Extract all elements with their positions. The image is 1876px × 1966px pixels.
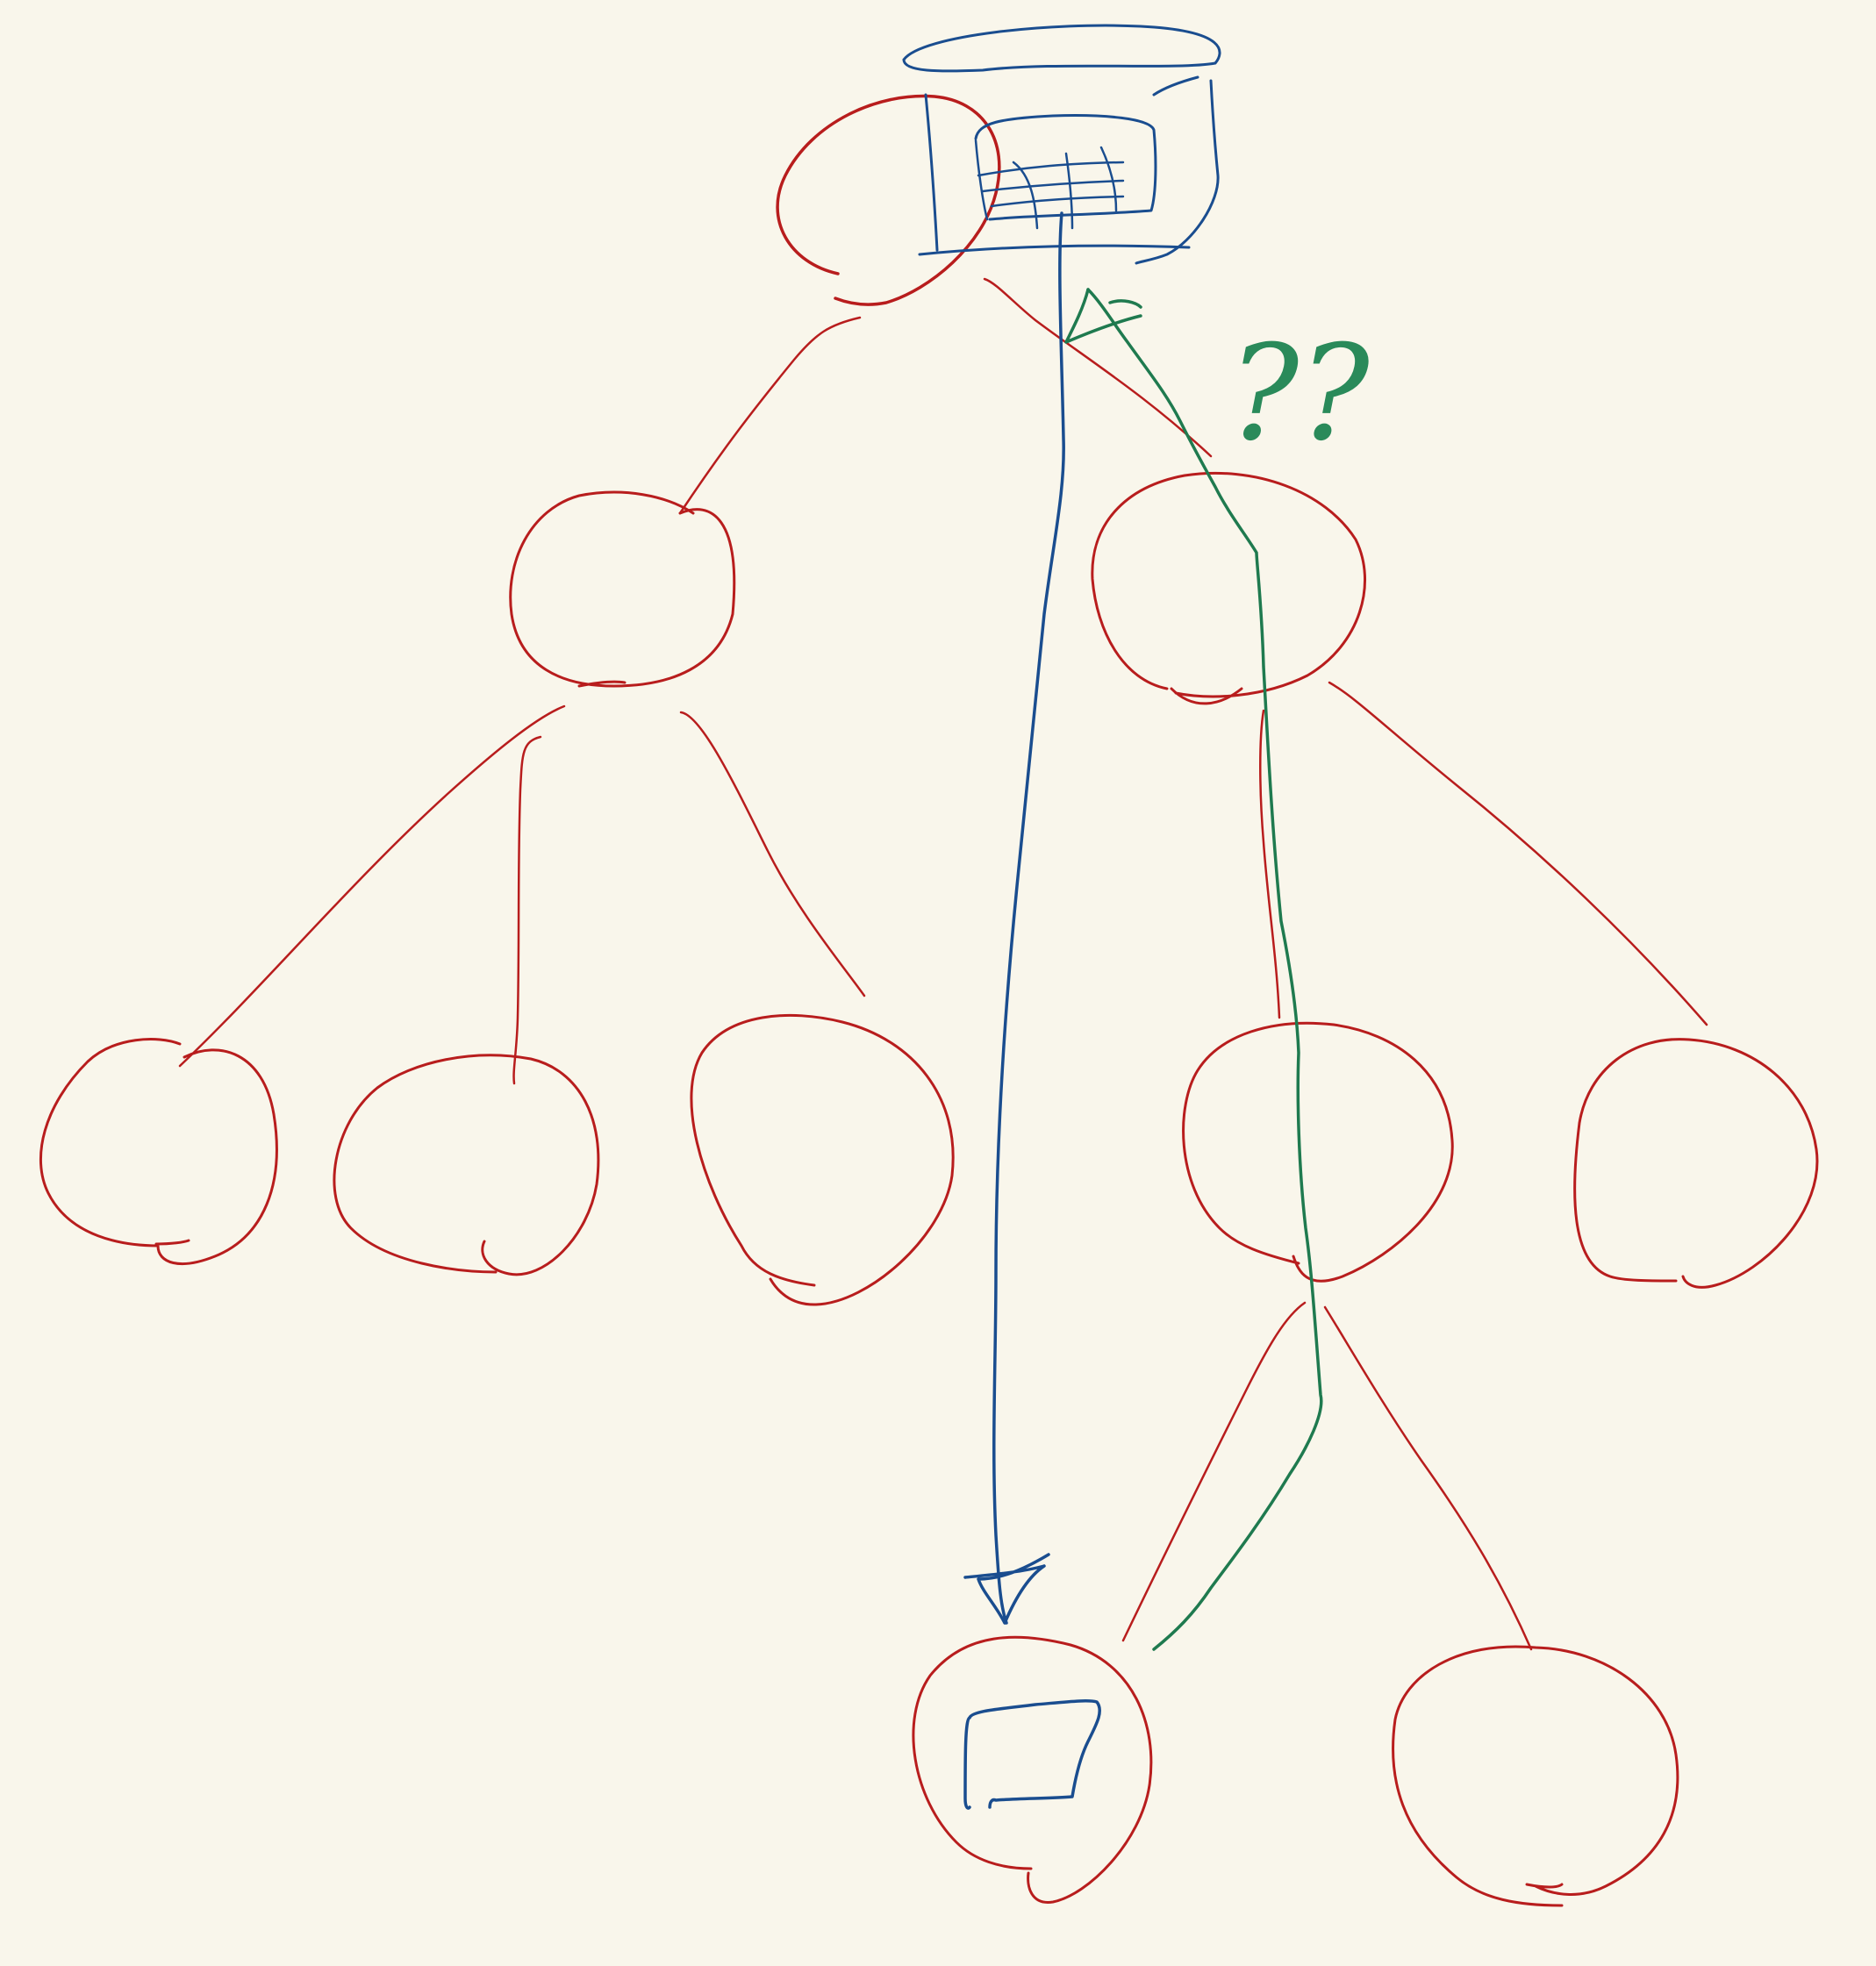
node-right-child2: [1573, 1038, 1819, 1289]
edge-rc1-grandchild1: [1121, 1301, 1307, 1642]
node-left-child3: [690, 1013, 955, 1306]
node-right: [1091, 471, 1366, 705]
edge-left-child1: [178, 704, 566, 1068]
tree-edges: [178, 277, 1708, 1651]
question-path: [1064, 288, 1323, 1651]
edge-root-right: [983, 277, 1213, 458]
node-left-child1: [39, 1038, 278, 1265]
question-annotation: ??: [1228, 318, 1371, 470]
tree-nodes: [39, 94, 1819, 1907]
node-root: [776, 94, 1001, 306]
edge-left-child2: [512, 735, 542, 1085]
database-icon: [902, 24, 1221, 265]
blue-arrow: [963, 211, 1065, 1625]
node-right-child1: [1182, 1021, 1454, 1283]
question-mark-icon: ??: [1228, 318, 1371, 470]
edge-right-child1: [1259, 709, 1281, 1019]
edge-rc1-grandchild2: [1323, 1305, 1533, 1651]
node-left: [509, 490, 736, 688]
node-rc1-grandchild1: [912, 1635, 1153, 1904]
edge-root-left: [678, 316, 862, 515]
node-rc1-grandchild2: [1392, 1645, 1679, 1907]
edge-right-child2: [1328, 681, 1708, 1026]
document-icon: [963, 1699, 1101, 1810]
edge-left-child3: [679, 711, 866, 997]
node-left-child2: [333, 1054, 600, 1276]
